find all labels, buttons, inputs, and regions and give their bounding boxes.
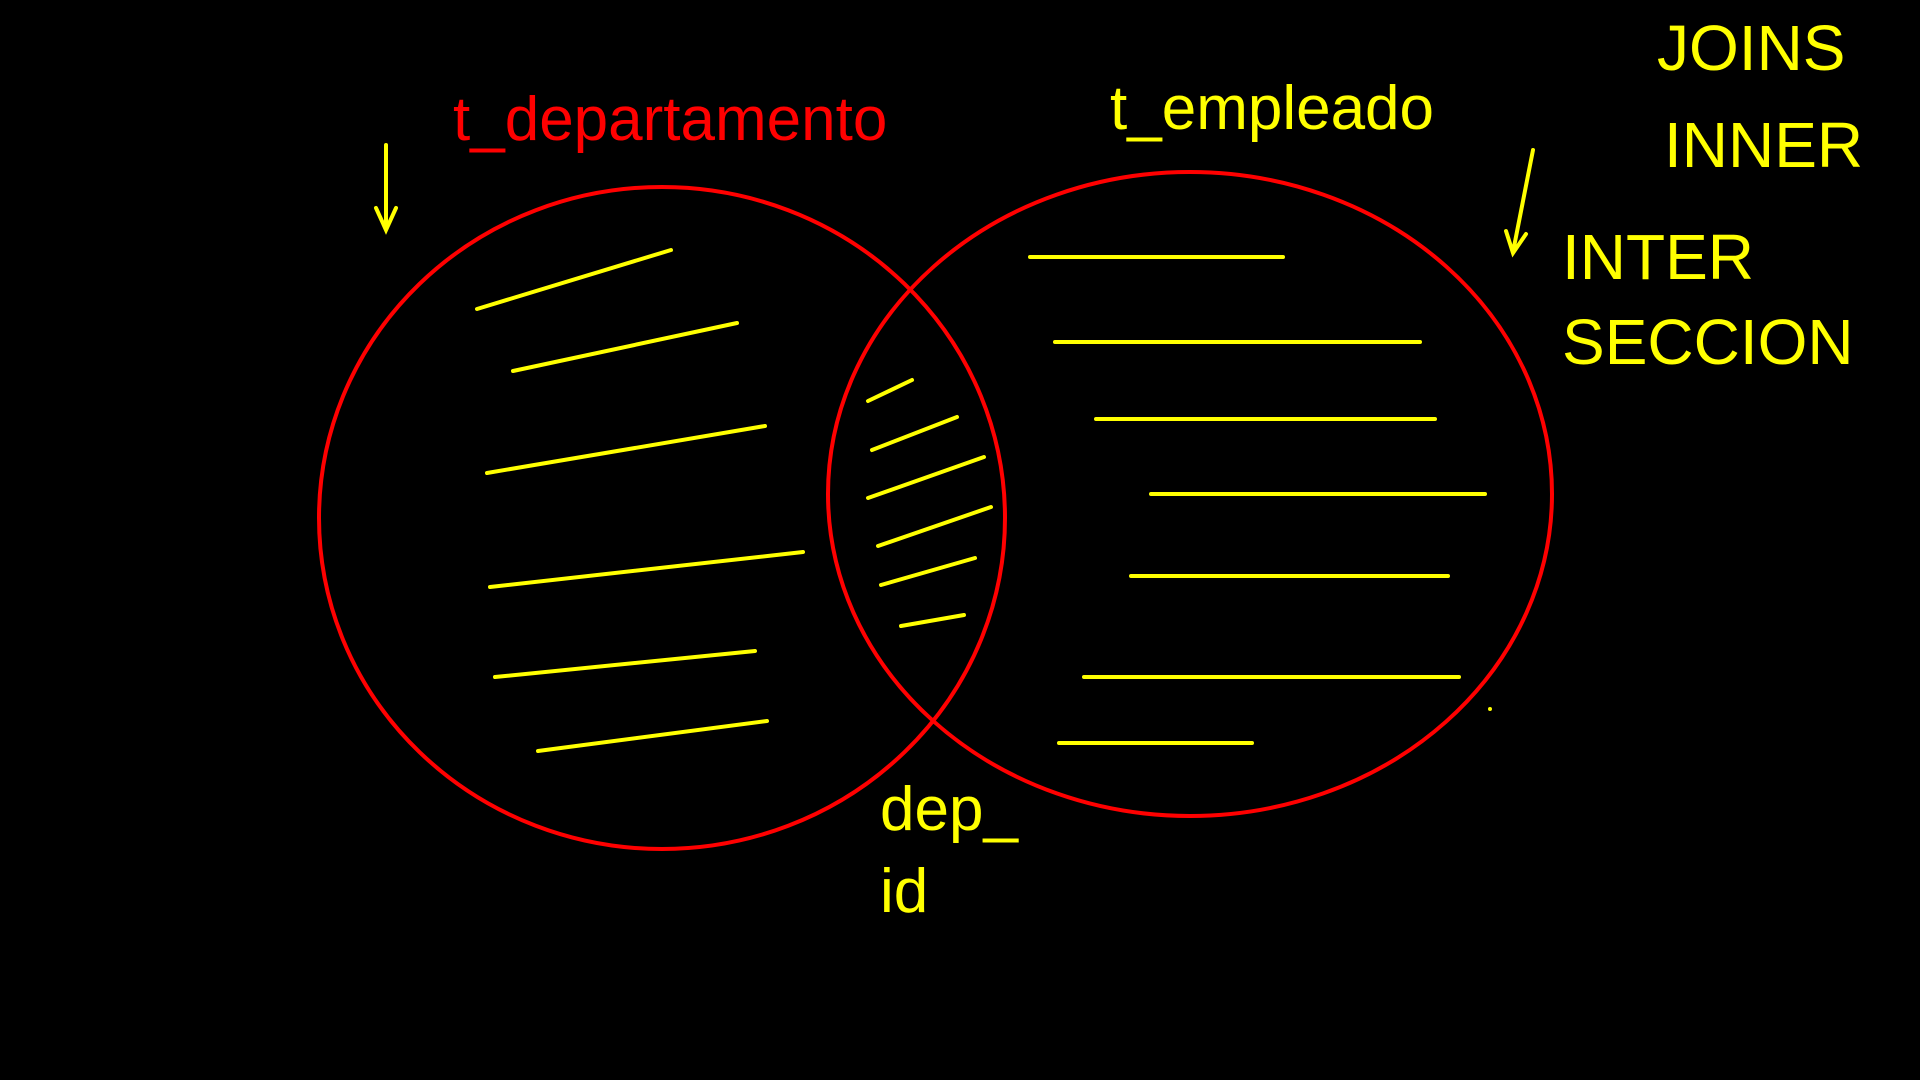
hatch-line (866, 378, 914, 403)
right-set-hatching (1028, 255, 1487, 745)
set-t-departamento-circle (317, 185, 1007, 851)
set-left-label: t_departamento (453, 85, 887, 154)
hatch-line (876, 505, 993, 548)
note-inner: INNER (1664, 109, 1863, 181)
join-key-label-line1: dep_ (880, 775, 1019, 844)
hatch-line (870, 415, 959, 452)
arrow-down-icon (374, 143, 398, 235)
stray-dot (1488, 707, 1492, 711)
set-right-label: t_empleado (1110, 74, 1434, 143)
join-key-label-line2: id (880, 857, 928, 926)
intersection-hatching (866, 378, 993, 628)
hatch-line (485, 424, 767, 475)
note-joins: JOINS (1657, 12, 1845, 84)
hatch-line (899, 613, 966, 628)
hatch-line (879, 556, 977, 587)
hatch-line (493, 649, 757, 679)
hatch-line (536, 719, 769, 753)
note-inter: INTER (1562, 221, 1754, 293)
hatch-line (475, 248, 673, 311)
hatch-line (866, 455, 986, 500)
arrow-down-icon (1504, 148, 1535, 258)
hatch-line (488, 550, 805, 589)
note-seccion: SECCION (1562, 306, 1854, 378)
hatch-line (511, 321, 739, 373)
left-set-hatching (475, 248, 805, 753)
set-t-empleado-circle (826, 170, 1554, 818)
